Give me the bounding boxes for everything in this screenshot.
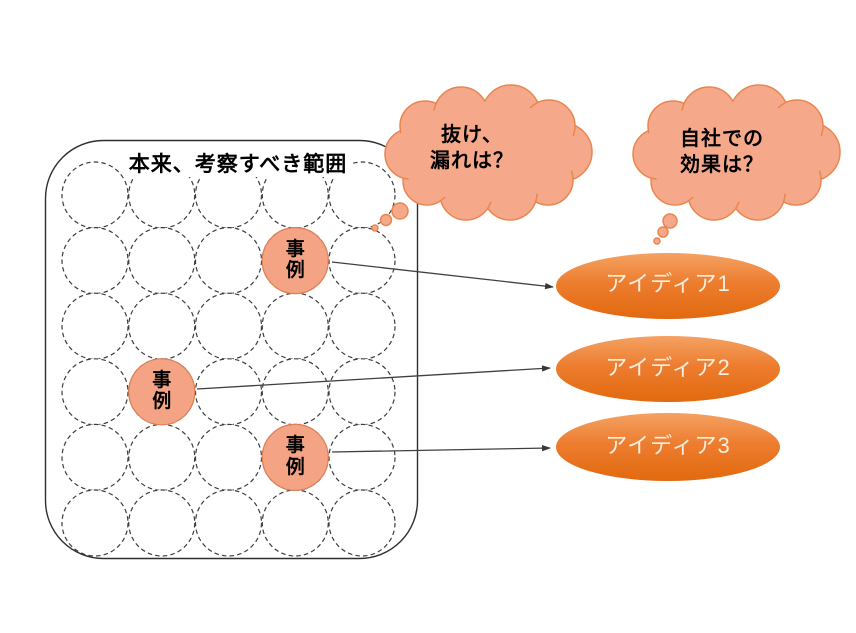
idea-1-label: アイディア1	[605, 271, 731, 296]
grid-circle	[61, 358, 129, 426]
grid-circle	[328, 423, 396, 491]
grid-circle	[128, 489, 196, 557]
case-label: 事 例	[285, 435, 305, 478]
arrow-case3-idea3	[331, 444, 551, 453]
case-circle	[261, 227, 329, 295]
case-circle	[261, 423, 329, 491]
scope-box-title: 本来、考察すべき範囲	[88, 127, 388, 177]
grid-circle	[61, 161, 129, 229]
grid-circle	[328, 292, 396, 360]
grid-circle	[261, 489, 329, 557]
grid-circle	[194, 227, 263, 295]
grid-circle	[328, 489, 396, 557]
grid-circle	[194, 423, 263, 491]
scope-box-title-text: 本来、考察すべき範囲	[122, 152, 354, 177]
grid-circle	[328, 358, 396, 426]
grid-circle	[194, 292, 263, 360]
idea-2-label: アイディア2	[605, 355, 731, 380]
scope-box-outline	[44, 139, 419, 560]
idea-3-ellipse	[556, 413, 780, 481]
thought-bubble-1-text: 抜け、 漏れは？	[430, 124, 514, 172]
thought-bubble-2-text: 自社での 効果は？	[680, 128, 764, 176]
case-label: 事 例	[285, 238, 305, 282]
grid-circle	[61, 227, 129, 295]
grid-circle	[194, 489, 263, 557]
idea-3-label: アイディア3	[605, 433, 731, 458]
grid-circle	[128, 227, 196, 295]
connector-arrows	[196, 261, 554, 453]
idea-ellipses	[556, 253, 780, 481]
grid-circle	[261, 358, 329, 426]
dashed-circle-grid	[61, 161, 396, 557]
thought-bubble-1	[371, 84, 593, 232]
grid-circle	[61, 489, 129, 557]
case-label: 事 例	[152, 369, 172, 413]
thought-bubble-2	[632, 84, 841, 245]
grid-circle	[328, 227, 396, 295]
grid-circle	[128, 292, 196, 360]
case-circle	[128, 358, 196, 426]
case-circles	[128, 227, 329, 491]
arrow-case2-idea2	[196, 365, 551, 390]
idea-2-ellipse	[556, 336, 780, 402]
arrow-case1-idea1	[331, 261, 554, 290]
grid-circle	[328, 161, 396, 229]
grid-circle	[261, 292, 329, 360]
grid-circle	[194, 358, 263, 426]
grid-circle	[128, 423, 196, 491]
grid-circle	[61, 292, 129, 360]
idea-1-ellipse	[556, 253, 780, 319]
grid-circle	[61, 423, 129, 491]
